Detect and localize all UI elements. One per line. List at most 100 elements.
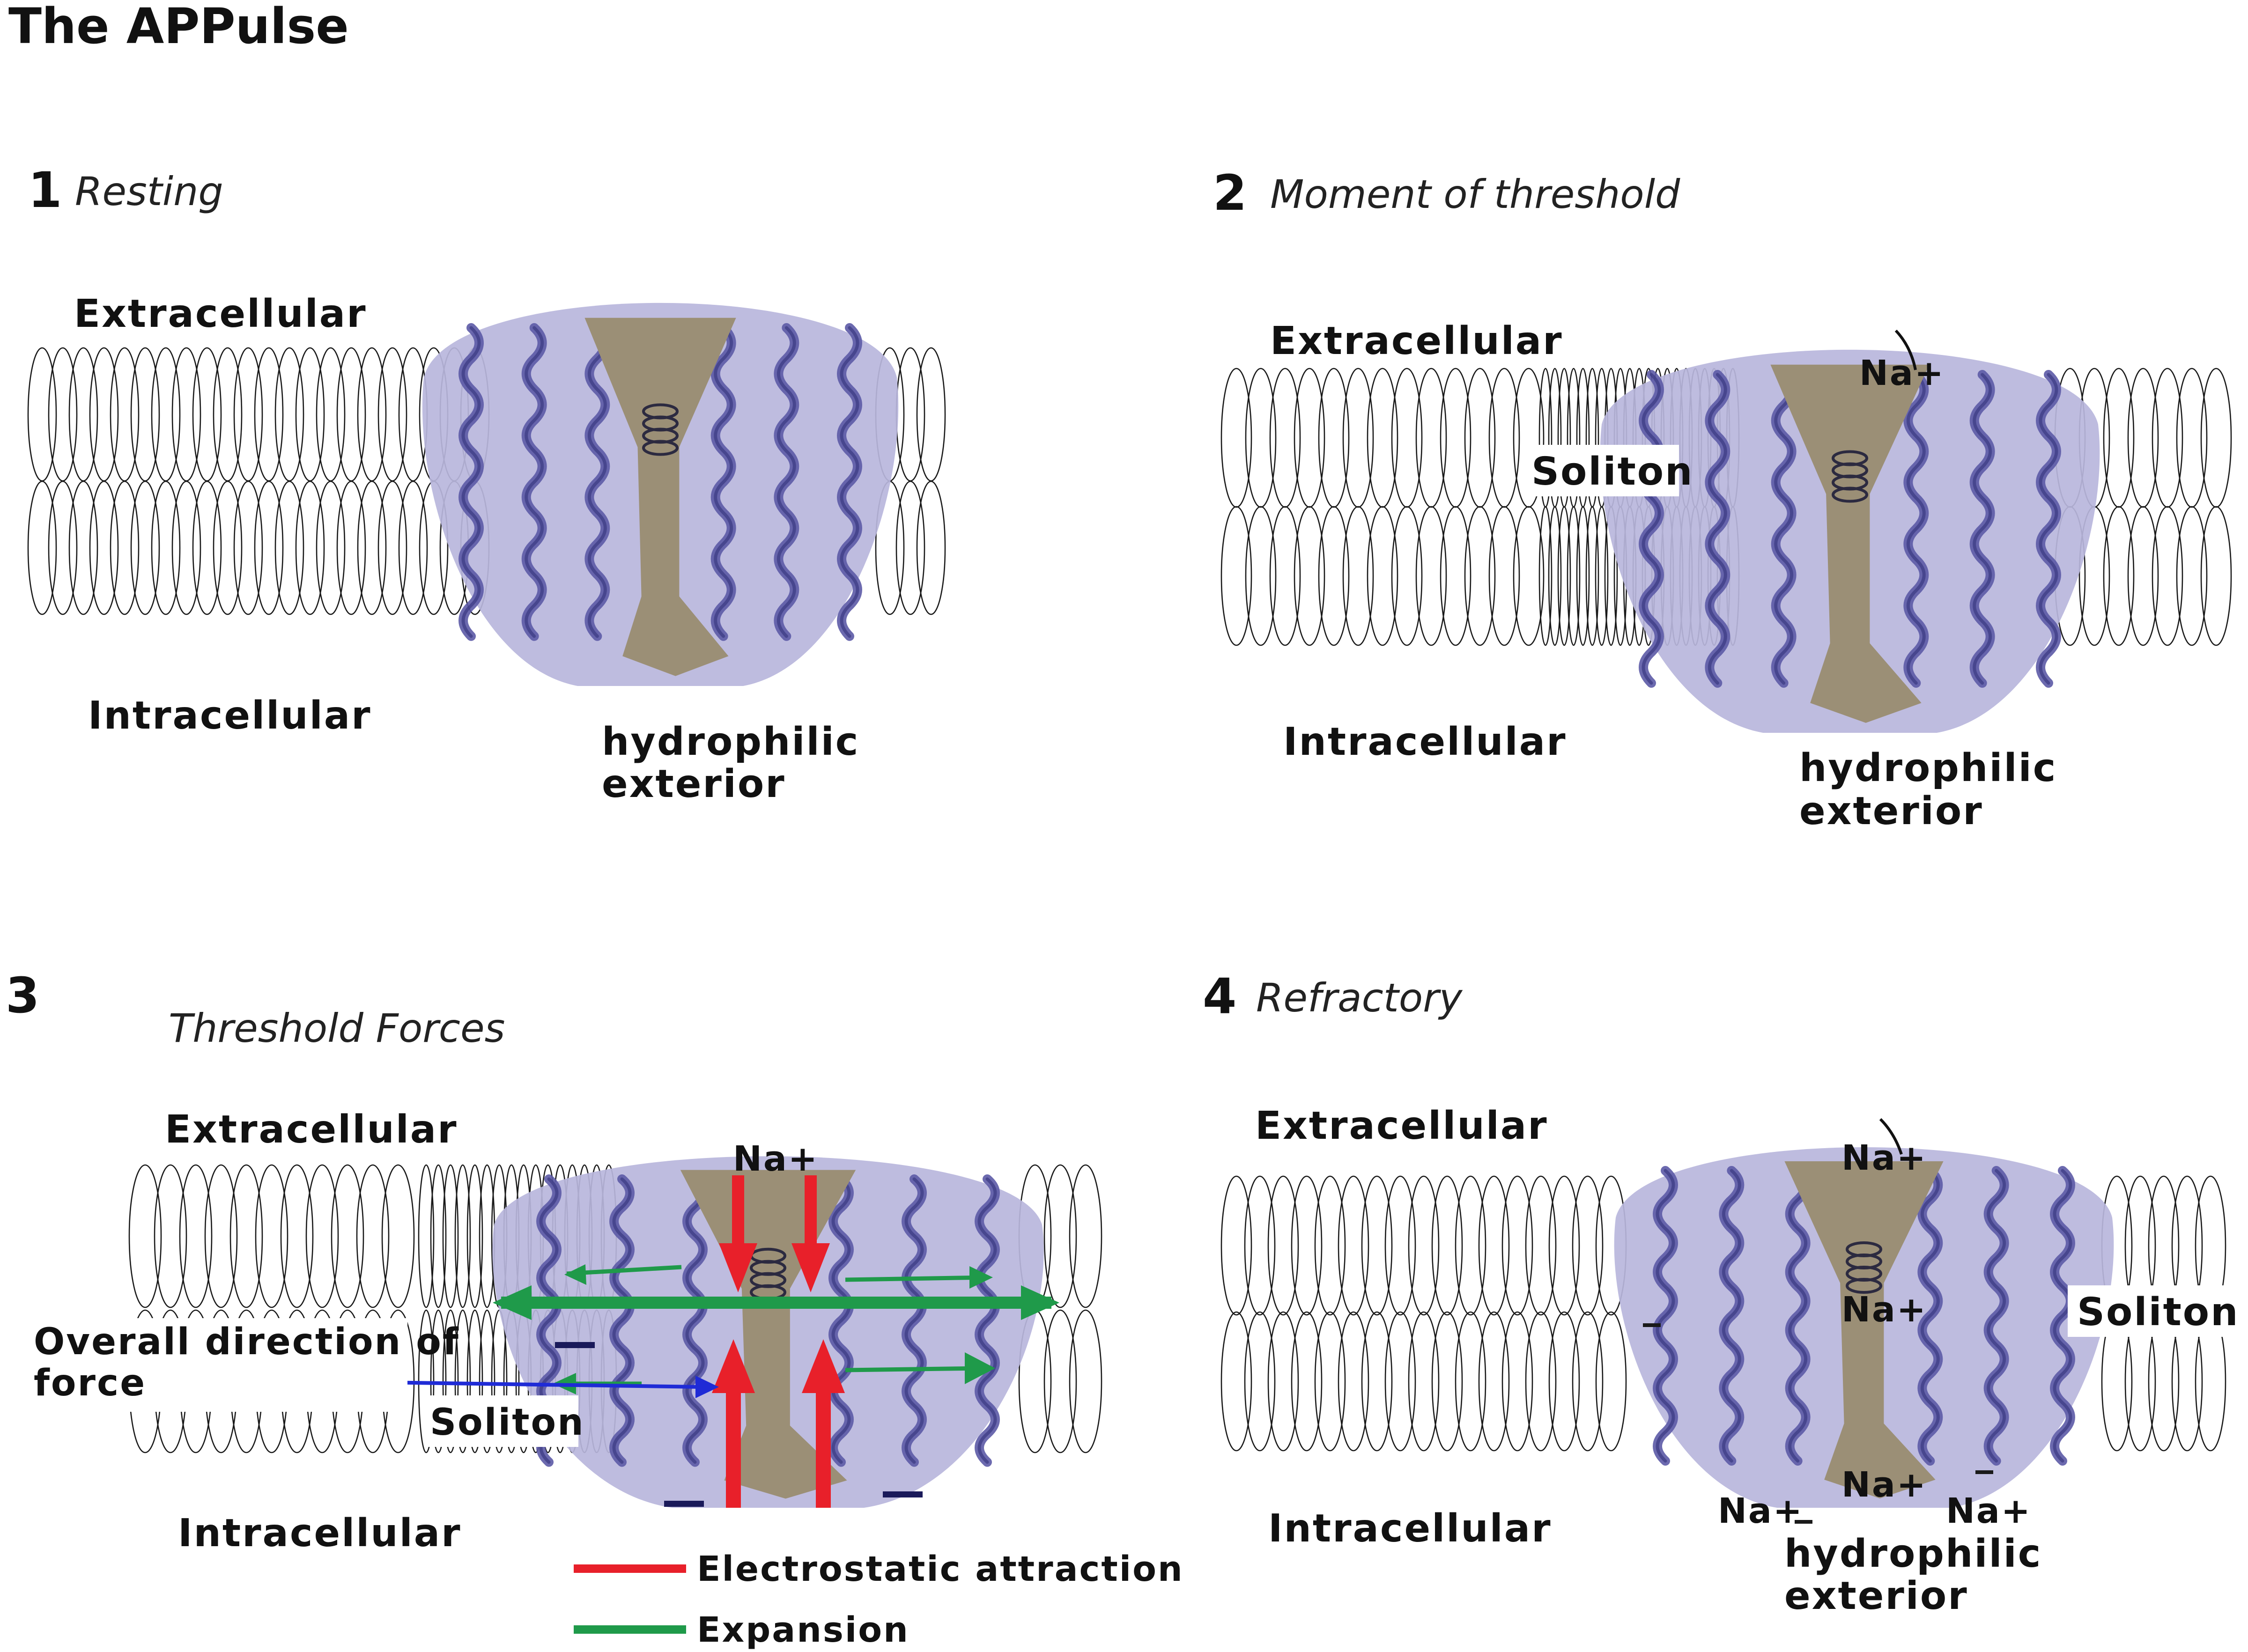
panel-2-number: 2 xyxy=(1213,164,1247,221)
lipid-molecule xyxy=(1338,1311,1369,1452)
panel-4-subtitle: Refractory xyxy=(1256,975,1463,1021)
lipid-molecule xyxy=(1567,506,1581,646)
lipid-molecule xyxy=(430,1164,447,1308)
extracellular-label: Extracellular xyxy=(1270,319,1563,363)
lipid-molecule xyxy=(1440,506,1472,646)
lipid-molecule xyxy=(1595,1311,1627,1452)
sodium-ion-label-bottom: Na+ xyxy=(1841,1465,1927,1505)
alpha-helix-detail xyxy=(612,1177,632,1464)
panel-2-subtitle: Moment of threshold xyxy=(1270,171,1680,217)
lipid-molecule xyxy=(895,480,925,615)
lipid-molecule xyxy=(454,1309,471,1453)
lipid-molecule xyxy=(171,347,201,482)
lipid-molecule xyxy=(130,480,160,615)
hydrophilic-label: hydrophilic xyxy=(1784,1532,2042,1576)
lipid-molecule xyxy=(1269,368,1301,508)
lipid-molecule xyxy=(1338,1175,1369,1316)
lipid-molecule xyxy=(1391,368,1423,508)
lipid-molecule xyxy=(398,480,428,615)
alpha-helix-detail xyxy=(977,1177,997,1464)
lipid-molecule xyxy=(1220,506,1252,646)
alpha-helix-detail xyxy=(1788,1169,1808,1463)
electrostatic-arrowhead xyxy=(802,1339,845,1393)
lipid-molecule xyxy=(274,480,304,615)
lipid-molecule xyxy=(1384,1175,1416,1316)
soliton-label: Soliton xyxy=(1531,450,1694,494)
alpha-helix-detail xyxy=(1722,1169,1741,1463)
lipid-molecule xyxy=(2176,506,2208,646)
lipid-molecule xyxy=(89,480,119,615)
lipid-molecule xyxy=(213,480,243,615)
expansion-arrowhead xyxy=(965,1352,995,1384)
lipid-molecule xyxy=(454,1164,471,1308)
lipid-molecule xyxy=(1318,506,1350,646)
alpha-helix-detail xyxy=(840,326,859,638)
lipid-molecule xyxy=(128,1164,162,1308)
lipid-molecule xyxy=(192,480,222,615)
lipid-molecule xyxy=(357,480,387,615)
lipid-molecule xyxy=(1245,368,1277,508)
lipid-molecule xyxy=(1488,506,1520,646)
lipid-molecule xyxy=(316,347,346,482)
intracellular-label: Intracellular xyxy=(178,1511,462,1556)
lipid-molecule xyxy=(1440,368,1472,508)
lipid-molecule xyxy=(916,480,946,615)
intracellular-label: Intracellular xyxy=(1283,720,1567,764)
lipid-molecule xyxy=(1548,1311,1580,1452)
lipid-molecule xyxy=(1548,1175,1580,1316)
sodium-ion-label: Na+ xyxy=(1859,353,1945,393)
electrostatic-arrowhead xyxy=(719,1243,757,1292)
sodium-ion-label-right: Na+ xyxy=(1946,1491,2032,1531)
lipid-molecule xyxy=(305,1164,339,1308)
lipid-molecule xyxy=(2103,506,2135,646)
expansion-arrows xyxy=(493,1264,1059,1394)
lipid-molecule xyxy=(233,480,263,615)
alpha-helix-detail xyxy=(1708,373,1727,685)
lipid-molecule xyxy=(2127,368,2159,508)
legend: Electrostatic attraction Expansion xyxy=(574,1549,1183,1650)
lipid-molecule xyxy=(1572,1311,1604,1452)
lipid-molecule xyxy=(151,480,181,615)
lipid-molecule xyxy=(2103,368,2135,508)
lipid-molecule xyxy=(2152,506,2183,646)
alpha-helix-detail xyxy=(1987,1169,2006,1463)
lipid-molecule xyxy=(1525,1175,1557,1316)
lipid-molecule xyxy=(1478,1175,1510,1316)
alpha-helix-detail xyxy=(1920,1169,1940,1463)
overall-direction-label: Overall direction of xyxy=(34,1321,460,1363)
lipid-molecule xyxy=(1408,1311,1440,1452)
electrostatic-arrow-top-left xyxy=(732,1175,744,1246)
lipid-molecule xyxy=(1294,506,1325,646)
lipid-molecule xyxy=(1342,368,1374,508)
alpha-helix-detail xyxy=(587,326,607,638)
lipid-molecule xyxy=(1525,1311,1557,1452)
sodium-channel-protein xyxy=(1614,1147,2114,1508)
exterior-label: exterior xyxy=(602,762,786,806)
lipid-molecule xyxy=(2152,368,2183,508)
lipid-molecule xyxy=(1548,506,1562,646)
lipid-molecule xyxy=(1464,506,1496,646)
lipid-molecule xyxy=(68,480,98,615)
exterior-label: exterior xyxy=(1799,789,1983,833)
lipid-molecule xyxy=(254,347,284,482)
lipid-molecule xyxy=(89,347,119,482)
lipid-molecule xyxy=(2200,368,2232,508)
lipid-molecule xyxy=(1314,1311,1346,1452)
panel-3-number: 3 xyxy=(6,967,39,1024)
electrostatic-arrows xyxy=(712,1175,845,1508)
expansion-arrow-lower-right xyxy=(845,1366,984,1372)
lipid-molecule xyxy=(233,347,263,482)
lipid-molecule xyxy=(1367,506,1398,646)
lipid-molecule xyxy=(466,1309,483,1453)
exterior-label: exterior xyxy=(1784,1574,1968,1618)
panel-4: 4 Refractory Soliton Na+ Na+ Na+ Na+ Na+… xyxy=(1203,968,2238,1618)
lipid-molecule xyxy=(418,1164,435,1308)
selectivity-filter-coil xyxy=(642,440,679,456)
lipid-molecule xyxy=(916,347,946,482)
lipid-molecule xyxy=(357,347,387,482)
alpha-helix-detail xyxy=(461,326,481,638)
lipid-molecule xyxy=(316,480,346,615)
lipid-molecule xyxy=(48,480,78,615)
lipid-molecule xyxy=(1455,1311,1486,1452)
